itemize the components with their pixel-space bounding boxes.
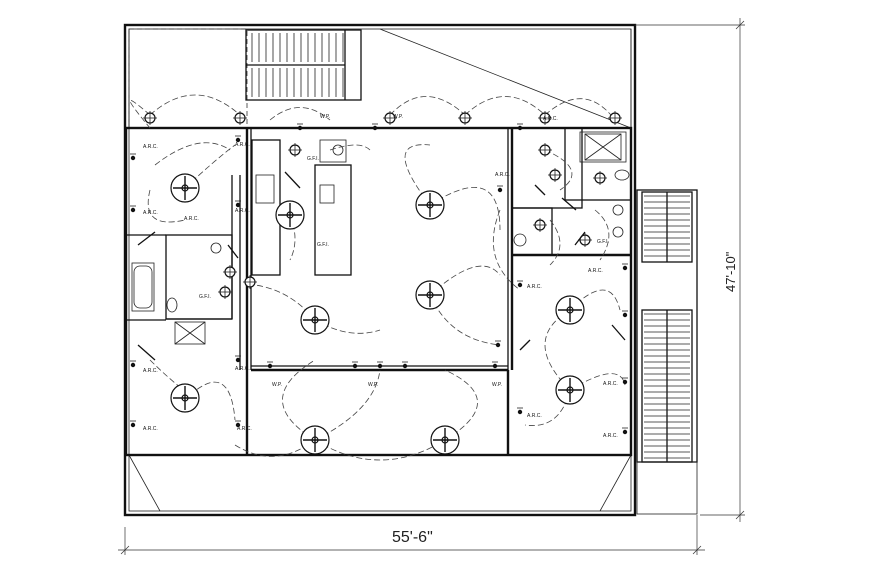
light-fixture-icon bbox=[223, 265, 237, 279]
gfi-label: G.F.I. bbox=[317, 242, 329, 248]
outlet-icon bbox=[622, 377, 628, 385]
light-fixture-icon bbox=[608, 111, 622, 125]
light-fixture-icon bbox=[593, 171, 607, 185]
arc-label: A.R.C. bbox=[235, 142, 250, 148]
wp-label: W.P. bbox=[368, 382, 378, 388]
ceiling-fan-icon bbox=[275, 200, 305, 230]
ceiling-fan-icon bbox=[555, 375, 585, 405]
arc-label: A.R.C. bbox=[143, 144, 158, 150]
arc-label: A.R.C. bbox=[543, 116, 558, 122]
light-fixtures bbox=[130, 111, 628, 435]
light-fixture-icon bbox=[538, 111, 552, 125]
outlet-icon bbox=[402, 361, 408, 369]
ceiling-fan-icon bbox=[415, 280, 445, 310]
outlet-icon bbox=[622, 310, 628, 318]
light-fixture-icon bbox=[538, 143, 552, 157]
ceiling-fan-icon bbox=[170, 383, 200, 413]
arc-label: A.R.C. bbox=[143, 426, 158, 432]
arc-label: A.R.C. bbox=[588, 268, 603, 274]
arc-label: A.R.C. bbox=[184, 216, 199, 222]
ceiling-fan-icon bbox=[415, 190, 445, 220]
wp-label: W.P. bbox=[320, 114, 330, 120]
ceiling-fans bbox=[170, 173, 585, 455]
gfi-label: G.F.I. bbox=[597, 239, 609, 245]
ceiling-fan-icon bbox=[430, 425, 460, 455]
toilet-icon bbox=[166, 169, 630, 313]
arc-label: A.R.C. bbox=[527, 413, 542, 419]
switch-lines bbox=[137, 171, 626, 361]
outlet-icon bbox=[517, 123, 523, 131]
outlet-icon bbox=[377, 361, 383, 369]
wp-label: W.P. bbox=[272, 382, 282, 388]
wp-label: W.P. bbox=[492, 382, 502, 388]
exterior-outline bbox=[123, 23, 637, 517]
arc-label: A.R.C. bbox=[603, 381, 618, 387]
outlet-icon bbox=[235, 420, 241, 428]
depth-dimension-label: 47'-10" bbox=[723, 251, 738, 292]
outlet-icon bbox=[297, 123, 303, 131]
light-fixture-icon bbox=[548, 168, 562, 182]
outlet-icon bbox=[495, 340, 501, 348]
outlet-icon bbox=[622, 263, 628, 271]
outlet-icon bbox=[372, 123, 378, 131]
light-fixture-icon bbox=[383, 111, 397, 125]
arc-label: A.R.C. bbox=[143, 368, 158, 374]
outlet-icon bbox=[517, 280, 523, 288]
width-dimension: 55'-6" bbox=[118, 515, 705, 555]
light-fixture-icon bbox=[243, 275, 257, 289]
outlet-icon bbox=[517, 407, 523, 415]
gfi-label: G.F.I. bbox=[199, 294, 211, 300]
outlet-icon bbox=[352, 361, 358, 369]
outlet-icon bbox=[492, 361, 498, 369]
outlet-icon bbox=[267, 361, 273, 369]
outlet-icon bbox=[497, 185, 503, 193]
arc-label: A.R.C. bbox=[603, 433, 618, 439]
width-dimension-label: 55'-6" bbox=[392, 529, 433, 546]
ceiling-fan-icon bbox=[300, 305, 330, 335]
depth-dimension: 47'-10" bbox=[635, 18, 745, 522]
shower-icon bbox=[174, 133, 622, 345]
stair-treads bbox=[644, 195, 690, 459]
light-fixture-icon bbox=[143, 111, 157, 125]
arc-label: A.R.C. bbox=[527, 284, 542, 290]
arc-label: A.R.C. bbox=[143, 210, 158, 216]
outlet-icon bbox=[130, 420, 136, 428]
outlet-icon bbox=[130, 360, 136, 368]
arc-label: A.R.C. bbox=[235, 208, 250, 214]
arc-label: A.R.C. bbox=[235, 366, 250, 372]
arc-labels: A.R.C. A.R.C. A.R.C. A.R.C. A.R.C. A.R.C… bbox=[143, 116, 618, 439]
outlet-icon bbox=[130, 205, 136, 213]
gfi-label: G.F.I. bbox=[307, 156, 319, 162]
outlet-icon bbox=[235, 355, 241, 363]
wp-label: W.P. bbox=[393, 114, 403, 120]
ceiling-fan-icon bbox=[555, 295, 585, 325]
light-fixture-icon bbox=[233, 111, 247, 125]
light-fixture-icon bbox=[533, 218, 547, 232]
light-fixture-icon bbox=[578, 233, 592, 247]
sink-icon bbox=[210, 144, 624, 254]
outlet-icon bbox=[235, 200, 241, 208]
top-stair bbox=[245, 29, 362, 101]
ceiling-fan-icon bbox=[170, 173, 200, 203]
light-fixture-icon bbox=[458, 111, 472, 125]
stair-treads bbox=[251, 33, 344, 97]
ceiling-fan-icon bbox=[300, 425, 330, 455]
arc-label: A.R.C. bbox=[495, 172, 510, 178]
arc-label: A.R.C. bbox=[237, 426, 252, 432]
bathtub bbox=[133, 265, 153, 309]
outlet-icon bbox=[622, 427, 628, 435]
right-stair bbox=[636, 189, 698, 515]
outlet-icon bbox=[235, 135, 241, 143]
light-fixture-icon bbox=[288, 143, 302, 157]
wp-labels: W.P. W.P. W.P. W.P. W.P. bbox=[272, 114, 502, 388]
gfi-labels: G.F.I. G.F.I. G.F.I. G.F.I. bbox=[199, 156, 609, 300]
light-fixture-icon bbox=[218, 285, 232, 299]
outlet-icon bbox=[130, 153, 136, 161]
